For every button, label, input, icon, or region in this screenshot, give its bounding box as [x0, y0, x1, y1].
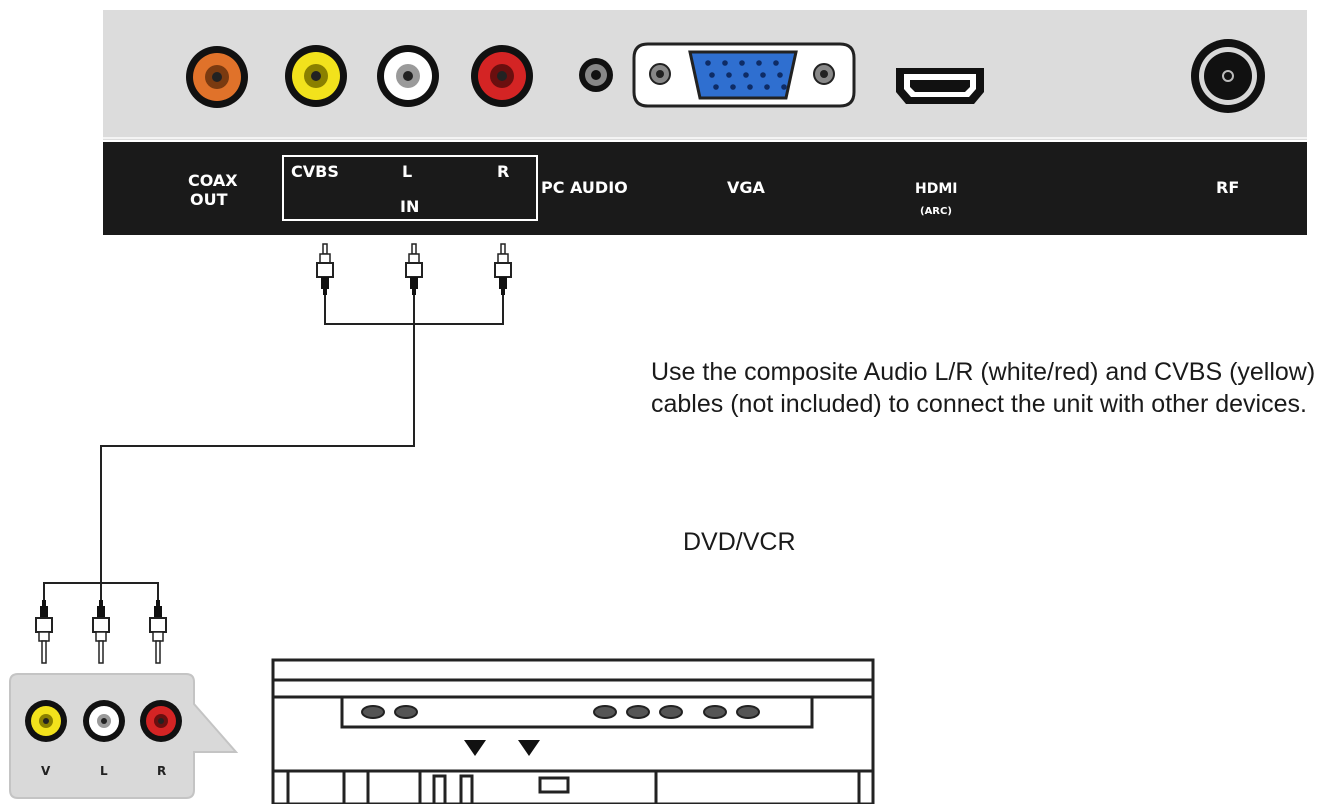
instruction-text: Use the composite Audio L/R (white/red) …: [651, 358, 1316, 418]
device-jack-l-label: L: [100, 764, 108, 778]
coax-out-label-line1: COAX: [188, 171, 238, 190]
composite-cable: [43, 295, 504, 615]
top-cable-split: [324, 295, 504, 325]
audio-l-jack: [377, 45, 439, 107]
bottom-plug-l: [92, 599, 110, 664]
rf-connector: [1191, 39, 1265, 113]
pc-audio-label: PC AUDIO: [541, 178, 628, 197]
device-jack-r: [140, 700, 182, 742]
device-arrows: [464, 740, 540, 756]
cvbs-label: CVBS: [291, 162, 339, 181]
hdmi-label-line2: (ARC): [920, 206, 952, 217]
main-cable-run: [100, 324, 415, 583]
coax-out-jack: [186, 46, 248, 108]
device-buttons: [361, 705, 760, 719]
device-base-slots: [286, 771, 861, 804]
pc-audio-jack: [579, 58, 613, 92]
top-plug-l: [405, 243, 423, 296]
coax-out-label-line2: OUT: [190, 190, 228, 209]
r-label: R: [497, 162, 509, 181]
bottom-plug-r: [149, 599, 167, 664]
device-label: DVD/VCR: [683, 528, 796, 556]
audio-r-jack: [471, 45, 533, 107]
vga-connector: [632, 42, 856, 108]
top-plug-cvbs: [316, 243, 334, 296]
top-rca-plugs: [316, 243, 512, 296]
hdmi-label-line1: HDMI: [915, 181, 957, 197]
rf-label: RF: [1216, 178, 1239, 197]
in-group-frame: [282, 155, 538, 221]
cvbs-jack: [285, 45, 347, 107]
bottom-rca-plugs: [35, 599, 167, 664]
device-jack-v-label: V: [41, 764, 51, 778]
dvd-vcr-device: [271, 658, 875, 804]
tv-back-panel: COAX OUT CVBS L R IN PC AUDIO VGA HDMI (…: [103, 10, 1307, 235]
vga-label: VGA: [727, 178, 766, 197]
in-label: IN: [400, 197, 419, 216]
device-jack-callout: V L R: [9, 673, 239, 799]
device-top-strip: [271, 658, 875, 682]
device-jack-v: [25, 700, 67, 742]
device-jack-r-label: R: [157, 764, 166, 778]
hdmi-connector: [896, 68, 984, 104]
l-label: L: [402, 162, 412, 181]
device-jack-l: [83, 700, 125, 742]
top-plug-r: [494, 243, 512, 296]
device-control-panel: [340, 695, 814, 729]
bottom-plug-v: [35, 599, 53, 664]
